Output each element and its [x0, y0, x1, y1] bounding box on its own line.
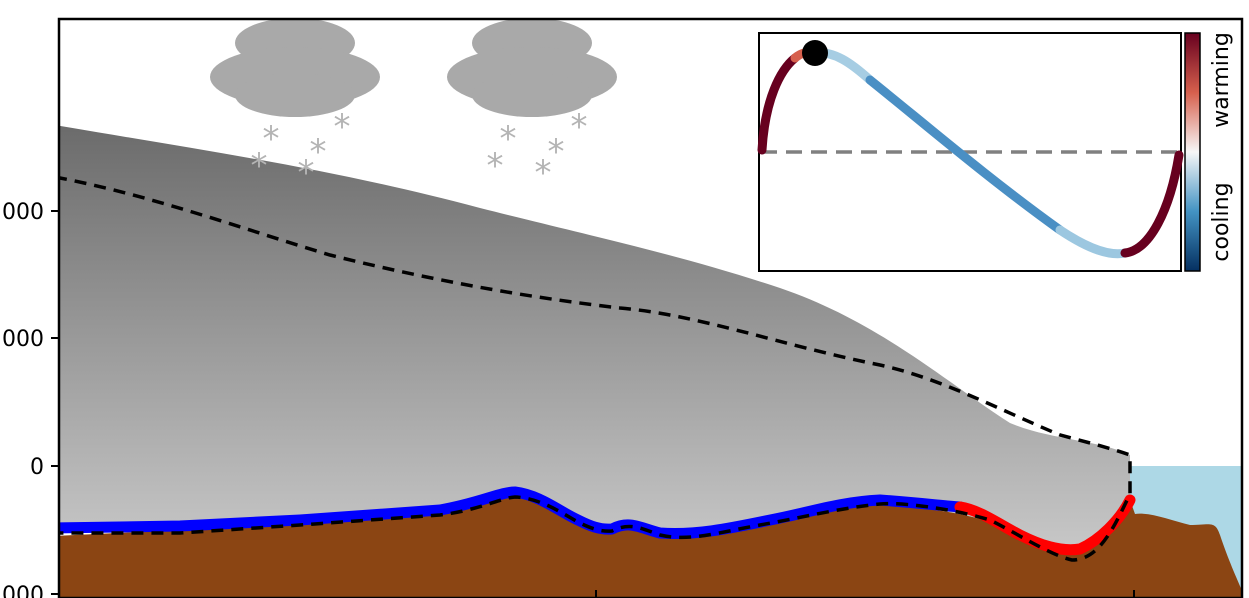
cloud-icon: [447, 19, 617, 117]
inset-curve-warm-left: [757, 53, 800, 155]
warm-base-line: [954, 494, 1136, 556]
inset-panel: warming cooling: [757, 32, 1234, 272]
inset-current-state-marker: [802, 40, 828, 66]
ice-sheet: [59, 125, 1130, 553]
y-tick-label: 000: [2, 200, 44, 225]
snowflake-icon: *: [535, 153, 552, 193]
dashed-ice-outline: [59, 176, 1132, 562]
inset-curve-warm-right: [1120, 150, 1184, 258]
y-tick-label: 000: [2, 583, 44, 598]
snowflake-icon: *: [310, 132, 327, 172]
colorbar-label-warming: warming: [1209, 32, 1234, 128]
colorbar: [1184, 32, 1201, 272]
cloud-icon: [210, 19, 380, 117]
y-tick-label: 000: [2, 327, 44, 352]
inset-curve-cool: [865, 75, 1065, 235]
snowflake-icon: *: [263, 119, 280, 159]
snowflake-icon: *: [548, 132, 565, 172]
snowflake-icon: *: [251, 146, 268, 186]
snowflake-icon: *: [487, 146, 504, 186]
colorbar-label-cooling: cooling: [1209, 182, 1234, 261]
snowflake-icon: *: [571, 107, 588, 147]
y-tick-label: 0: [30, 455, 44, 480]
plot-frame: [57, 17, 1244, 598]
snowflake-icon: *: [334, 107, 351, 147]
bedrock: [59, 492, 1242, 598]
snowflake-icon: *: [298, 153, 315, 193]
snowflake-icon: *: [500, 119, 517, 159]
